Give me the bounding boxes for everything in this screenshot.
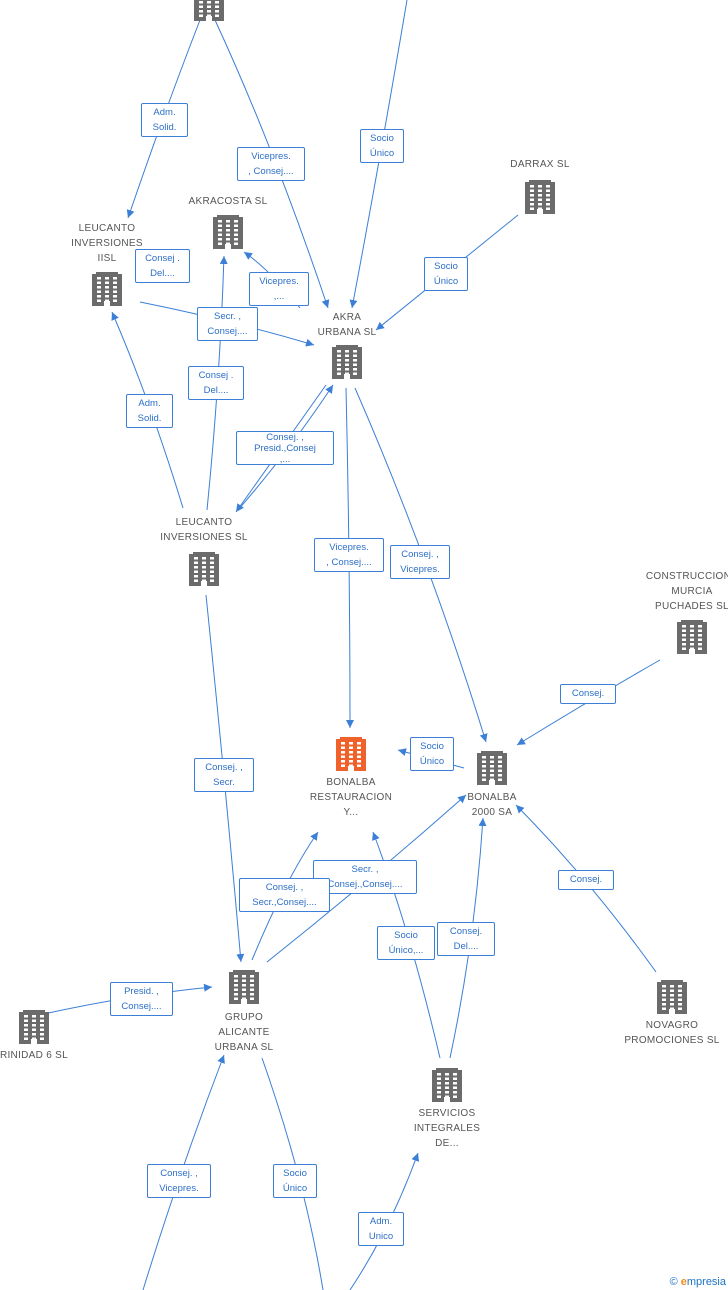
building-icon[interactable] <box>336 737 366 776</box>
edge-label[interactable]: Consej. <box>558 870 614 890</box>
building-icon[interactable] <box>657 980 687 1019</box>
edge-label[interactable]: Consej . Del.... <box>188 366 244 400</box>
edge-label[interactable]: Secr. , Consej.... <box>197 307 258 341</box>
edge-label[interactable]: Vicepres. ,... <box>249 272 309 306</box>
node-label-darrax[interactable]: DARRAX SL <box>510 159 570 170</box>
node-label-construcciones[interactable]: CONSTRUCCIONE MURCIA PUCHADES SL <box>645 571 728 612</box>
edge-label[interactable]: Consej. , Presid.,Consej ,... <box>236 431 334 465</box>
edge-label[interactable]: Socio Único <box>410 737 454 771</box>
edge-label[interactable]: Vicepres. , Consej.... <box>237 147 305 181</box>
edge-label[interactable]: Socio Único <box>360 129 404 163</box>
node-label-grupo[interactable]: GRUPO ALICANTE URBANA SL <box>214 1012 274 1053</box>
edges <box>43 0 661 1290</box>
edge-label[interactable]: Adm. Solid. <box>141 103 188 137</box>
edge-label[interactable]: Consej. , Secr. <box>194 758 254 792</box>
edge-label[interactable]: Socio Único <box>424 257 468 291</box>
node-label-trinidad[interactable]: RINIDAD 6 SL <box>0 1050 69 1061</box>
node-label-akracosta[interactable]: AKRACOSTA SL <box>188 196 268 207</box>
edge-label[interactable]: Consej. , Vicepres. <box>390 545 450 579</box>
node-label-bonalba_rest[interactable]: BONALBA RESTAURACION Y... <box>309 777 393 818</box>
node-label-novagro[interactable]: NOVAGRO PROMOCIONES SL <box>624 1020 720 1046</box>
copyright-symbol: © <box>669 1276 678 1288</box>
building-icon[interactable] <box>477 751 507 790</box>
brand-name: mpresia <box>686 1276 726 1288</box>
building-icon[interactable] <box>189 552 219 591</box>
building-icon[interactable] <box>19 1010 49 1049</box>
node-label-bonalba2000[interactable]: BONALBA 2000 SA <box>467 792 517 818</box>
copyright-notice: © empresia <box>670 1276 726 1288</box>
building-icon[interactable] <box>332 345 362 384</box>
brand-initial: e <box>680 1276 687 1288</box>
edge-label[interactable]: Adm. Unico <box>358 1212 404 1246</box>
edge-label[interactable]: Adm. Solid. <box>126 394 173 428</box>
edge-label[interactable]: Consej. , Vicepres. <box>147 1164 211 1198</box>
edge-label[interactable]: Consej. , Secr.,Consej.... <box>239 878 330 912</box>
edge-label[interactable]: Consej. Del.... <box>437 922 495 956</box>
building-icon[interactable] <box>194 0 224 26</box>
edge-label[interactable]: Presid. , Consej.... <box>110 982 173 1016</box>
building-icon[interactable] <box>677 620 707 659</box>
building-icon[interactable] <box>229 970 259 1009</box>
edge-label[interactable]: Consej. <box>560 684 616 704</box>
node-label-akra[interactable]: AKRA URBANA SL <box>317 312 377 338</box>
edge-label[interactable]: Socio Único <box>273 1164 317 1198</box>
edge-label[interactable]: Socio Único,... <box>377 926 435 960</box>
node-label-servicios[interactable]: SERVICIOS INTEGRALES DE... <box>413 1108 481 1149</box>
building-icon[interactable] <box>92 272 122 311</box>
edge-label[interactable]: Consej . Del.... <box>135 249 190 283</box>
edge-label[interactable]: Secr. , Consej.,Consej.... <box>313 860 417 894</box>
node-label-leucanto2[interactable]: LEUCANTO INVERSIONES IISL <box>71 223 143 264</box>
edge-label[interactable]: Vicepres. , Consej.... <box>314 538 384 572</box>
building-icon[interactable] <box>213 215 243 254</box>
node-label-leucanto[interactable]: LEUCANTO INVERSIONES SL <box>160 517 248 543</box>
building-icon[interactable] <box>432 1068 462 1107</box>
building-icon[interactable] <box>525 180 555 219</box>
